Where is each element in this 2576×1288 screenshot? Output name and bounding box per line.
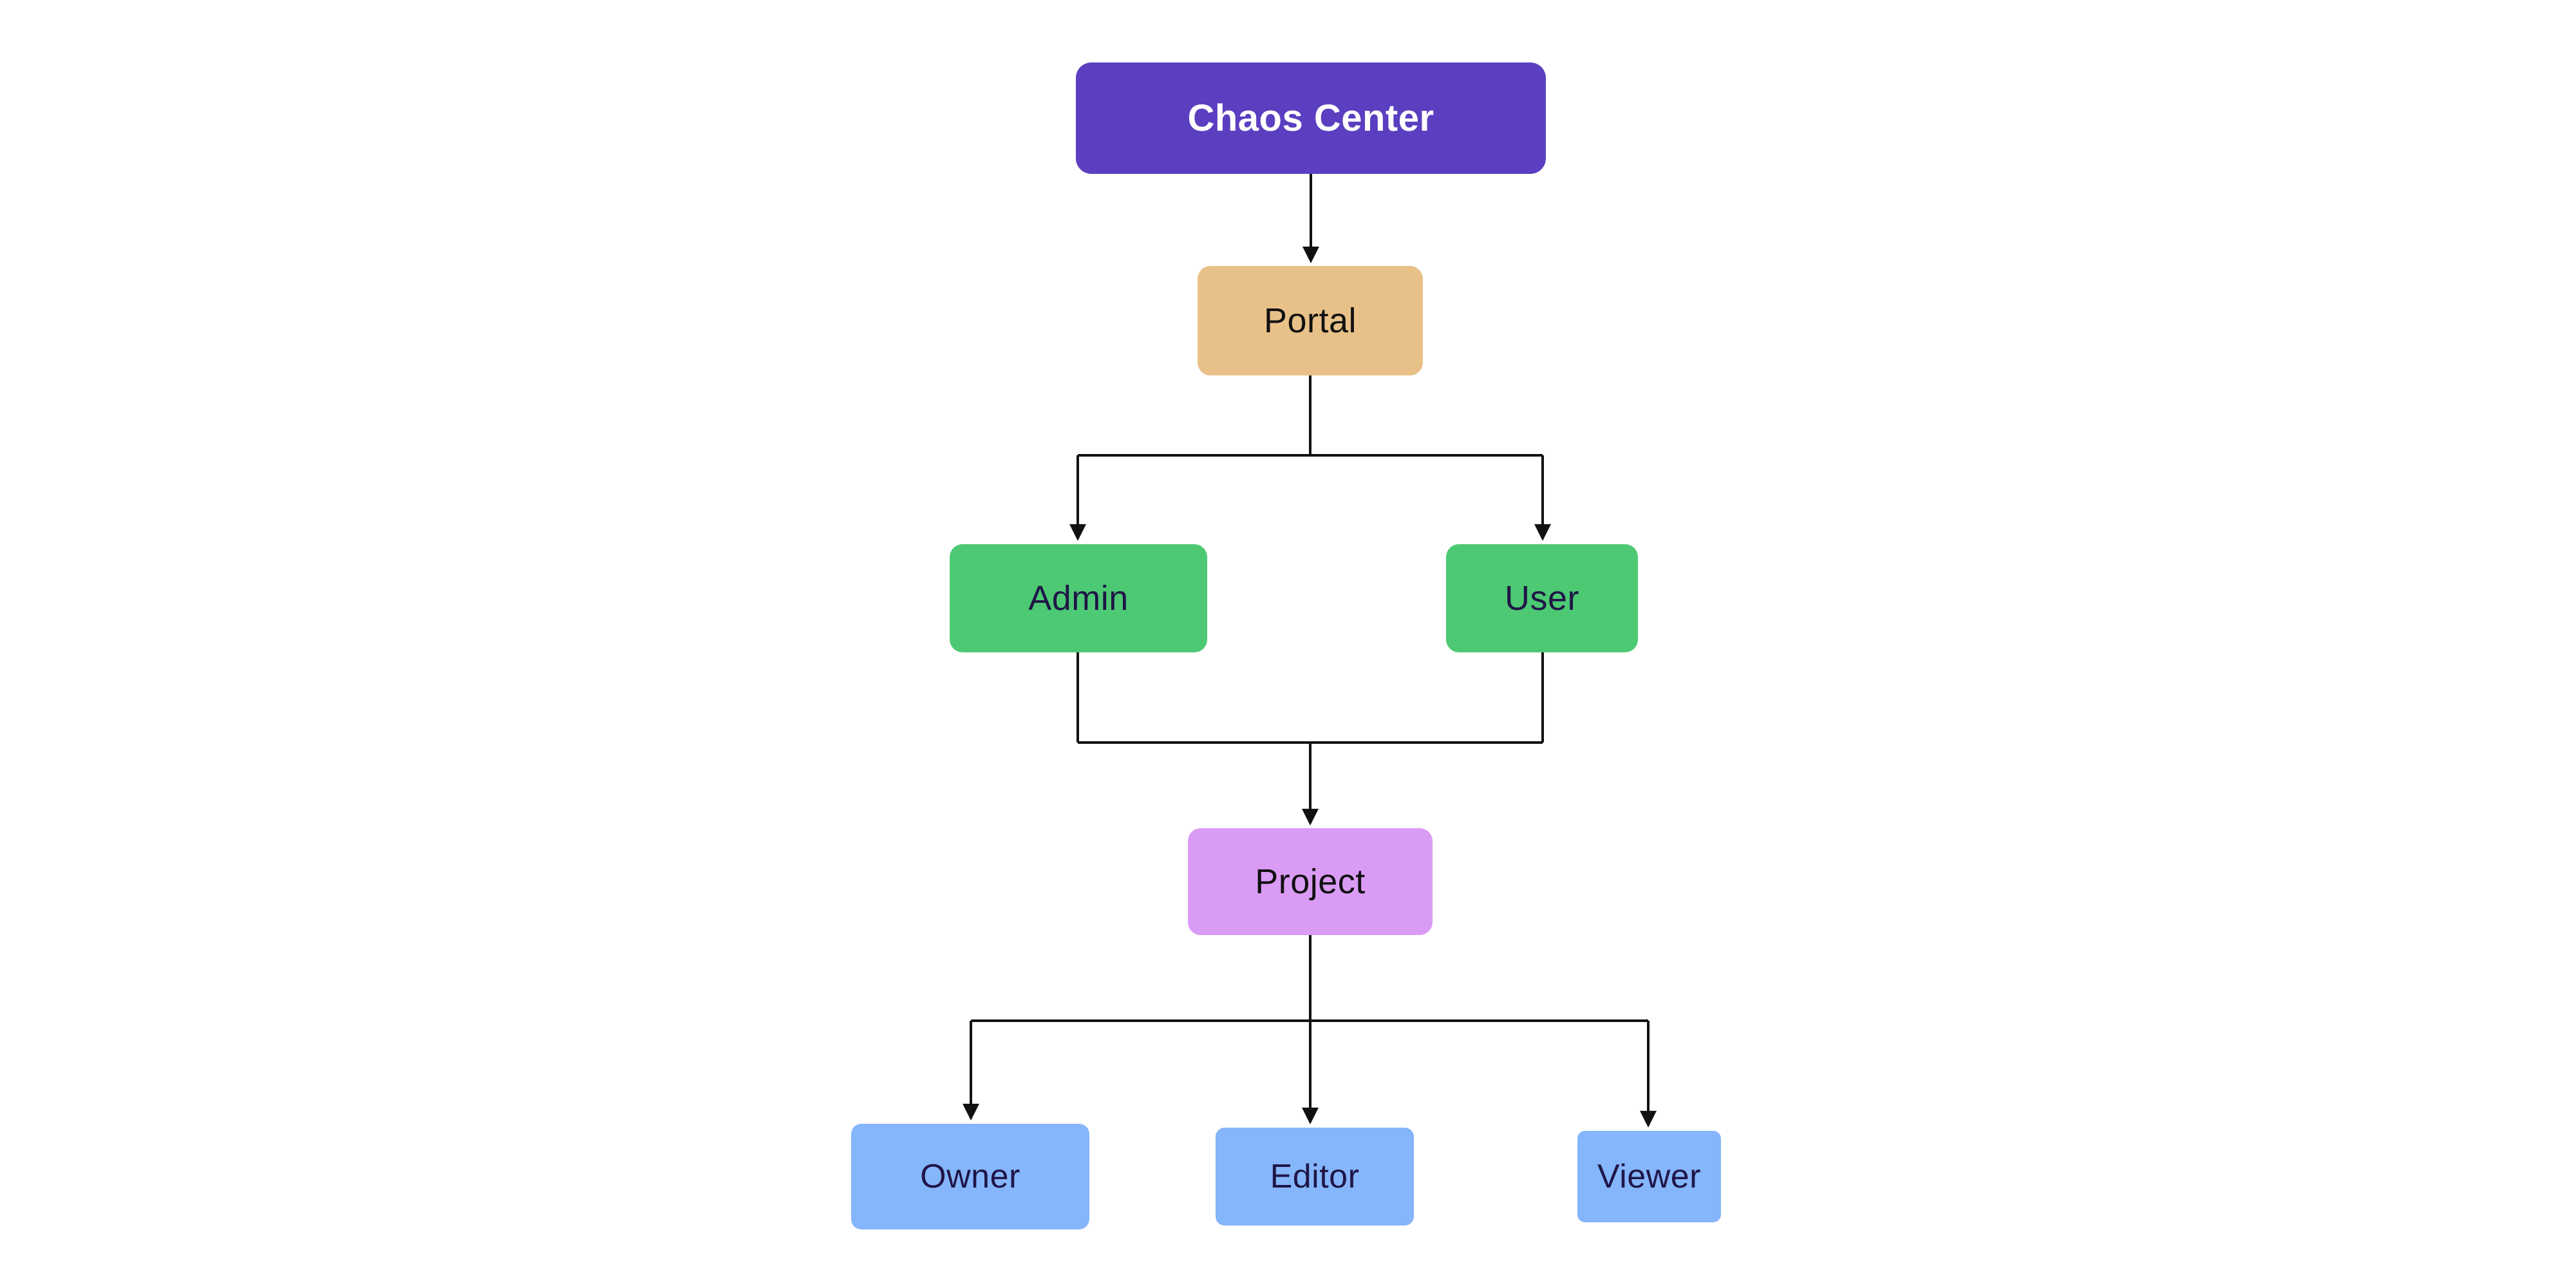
edge-project-split-bar bbox=[971, 935, 1648, 1022]
node-editor: Editor bbox=[1216, 1128, 1414, 1226]
node-admin: Admin bbox=[950, 544, 1207, 652]
node-chaos-center: Chaos Center bbox=[1076, 62, 1546, 174]
edge-admin-user-merge-bar bbox=[1076, 652, 1544, 744]
edge-portal-split-bar bbox=[1078, 375, 1543, 457]
node-user: User bbox=[1446, 544, 1638, 652]
node-portal: Portal bbox=[1198, 266, 1423, 375]
node-owner: Owner bbox=[851, 1124, 1089, 1229]
node-project: Project bbox=[1188, 828, 1433, 935]
node-viewer: Viewer bbox=[1577, 1131, 1721, 1222]
